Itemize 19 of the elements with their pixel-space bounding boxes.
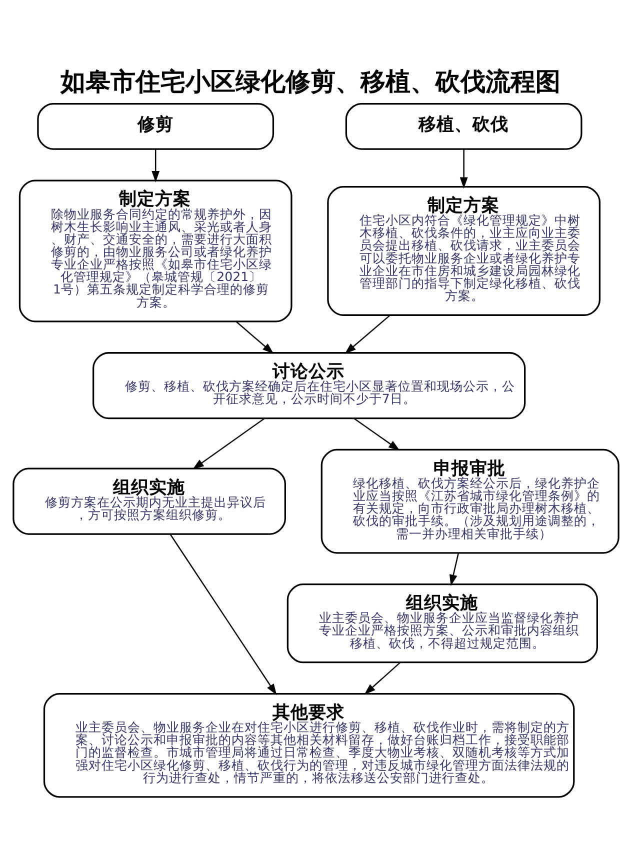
node-box: 组织实施 修剪方案在公示期内无业主提出异议后，方可按照方案组织修剪。 — [12, 468, 286, 535]
node-box: 修剪 — [37, 102, 274, 150]
arrow — [449, 552, 460, 586]
arrow — [236, 321, 274, 354]
diagram-title: 如皋市住宅小区绿化修剪、移植、砍伐流程图 — [60, 66, 561, 96]
node-box: 申报审批 绿化移植、砍伐方案经公示后，绿化养护企业应当按照《江苏省城市绿化管理条例》的有关规定，向市行政审批局办理树木移植、砍伐的审批手续。（涉及规划用途调整的，需一并办理相关审批手续） — [320, 448, 620, 554]
arrow — [170, 534, 277, 696]
arrow — [364, 662, 401, 695]
arrow — [344, 314, 390, 354]
node-box: 组织实施 业主委员会、物业服务企业应当监督绿化养护专业企业严格按照方案、公示和审批内容组织移植、砍伐，不得超过规定范围。 — [286, 584, 598, 664]
node-box: 移植、砍伐 — [345, 102, 582, 150]
node-box: 其他要求 业主委员会、物业服务企业在对住宅小区进行修剪、移植、砍伐作业时，需将制定的方案、讨论公示和申报审批的内容等其他相关材料留存，做好台账归档工作，接受职能部门的监督检查。市城市管理局将通过日常检查、季度大物业考核、双随机考核等方式加强对住宅小区绿化修剪、移植、砍伐行为的管理，对违反城市绿化管理方面法律法规的行为进行查处，情节严重的，将依法移送公安部门进行查处。 — [43, 692, 575, 798]
node-box: 制定方案 住宅小区内符合《绿化管理规定》中树木移植、砍伐条件的，业主应向业主委员会提出移植、砍伐请求，业主委员会可以委托物业服务企业或者绿化养护专业企业在市住房和城乡建设局园林绿化管理部门的指导下制定绿化移植、砍伐方案。 — [327, 186, 601, 316]
node-box: 制定方案 除物业服务合同约定的常规养护外，因树木生长影响业主通风、采光或者人身、财产、交通安全的，需要进行大面积修剪的，由物业服务公司或者绿化养护专业企业严格按照《如皋市住宅小区绿化管理规定》（皋城管规〔2021〕1号）第五条规定制定科学合理的修剪方案。 — [18, 180, 292, 322]
arrow — [192, 418, 265, 470]
arrow — [460, 150, 468, 189]
arrow — [354, 418, 400, 451]
node-box: 讨论公示 修剪、移植、砍伐方案经确定后在住宅小区显著位置和现场公示，公开征求意见，公示时间不少于7日。 — [92, 352, 526, 420]
arrow — [152, 150, 160, 182]
